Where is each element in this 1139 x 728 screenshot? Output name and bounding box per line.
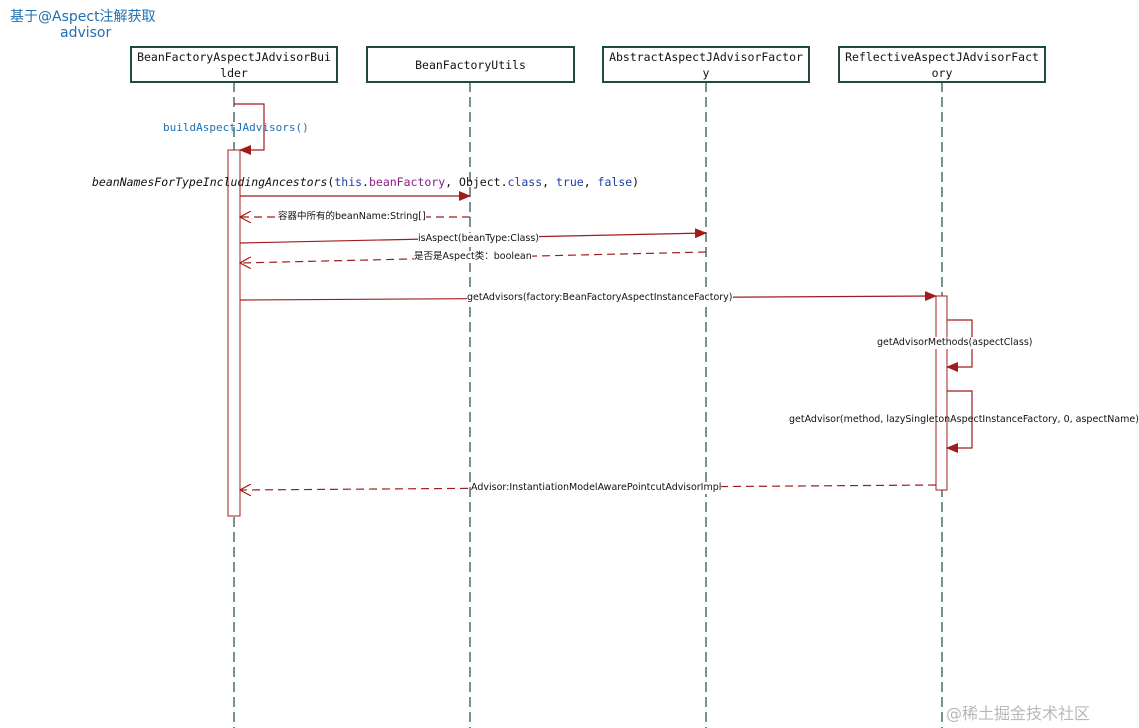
message-bean-names-return-label: 容器中所有的beanName:String[]	[278, 211, 426, 223]
watermark: @稀土掘金技术社区	[946, 704, 1091, 723]
comma: ,	[445, 175, 460, 189]
participant-utils: BeanFactoryUtils	[366, 46, 575, 83]
message-get-advisor-label: getAdvisor(method, lazySingletonAspectIn…	[789, 414, 1139, 425]
participant-abstract-factory-label: AbstractAspectJAdvisorFactory	[609, 49, 803, 80]
comma: ,	[583, 175, 598, 189]
message-is-aspect-label: isAspect(beanType:Class)	[418, 233, 540, 245]
close-paren: )	[632, 175, 640, 189]
sequence-diagram-canvas	[227, 82, 973, 728]
activation-reflective	[935, 295, 948, 491]
participant-abstract-factory: AbstractAspectJAdvisorFactory	[602, 46, 810, 83]
activation-builder	[227, 149, 241, 517]
message-build-label: buildAspectJAdvisors()	[163, 121, 309, 134]
this-keyword: this	[334, 175, 363, 189]
object-class: Object	[459, 175, 501, 189]
method-name: beanNamesForTypeIncludingAncestors	[92, 175, 328, 189]
message-get-advisor-methods-label: getAdvisorMethods(aspectClass)	[877, 337, 1033, 349]
dot: .	[362, 175, 369, 189]
false-keyword: false	[597, 175, 633, 189]
participant-builder: BeanFactoryAspectJAdvisorBuilder	[130, 46, 338, 83]
dot: .	[500, 175, 508, 189]
message-advisor-return-label: Advisor:InstantiationModelAwarePointcutA…	[471, 482, 722, 494]
message-is-aspect-return-label: 是否是Aspect类：boolean	[414, 251, 532, 263]
participant-builder-label: BeanFactoryAspectJAdvisorBuilder	[137, 49, 331, 80]
class-keyword: class	[507, 175, 543, 189]
self-call-build	[234, 103, 265, 155]
participant-reflective-factory-label: ReflectiveAspectJAdvisorFactory	[845, 49, 1039, 80]
participant-utils-label: BeanFactoryUtils	[415, 57, 526, 72]
diagram-title-line1: 基于@Aspect注解获取	[10, 9, 156, 25]
comma: ,	[542, 175, 556, 189]
diagram-title-line2: advisor	[60, 25, 112, 41]
true-keyword: true	[555, 175, 584, 189]
self-call-get-advisor	[946, 390, 973, 453]
message-get-advisors-label: getAdvisors(factory:BeanFactoryAspectIns…	[467, 292, 733, 304]
open-paren: (	[327, 175, 335, 189]
participant-reflective-factory: ReflectiveAspectJAdvisorFactory	[838, 46, 1046, 83]
message-bean-names-label: beanNamesForTypeIncludingAncestors(this.…	[92, 175, 639, 189]
bean-factory-field: beanFactory	[368, 175, 446, 189]
